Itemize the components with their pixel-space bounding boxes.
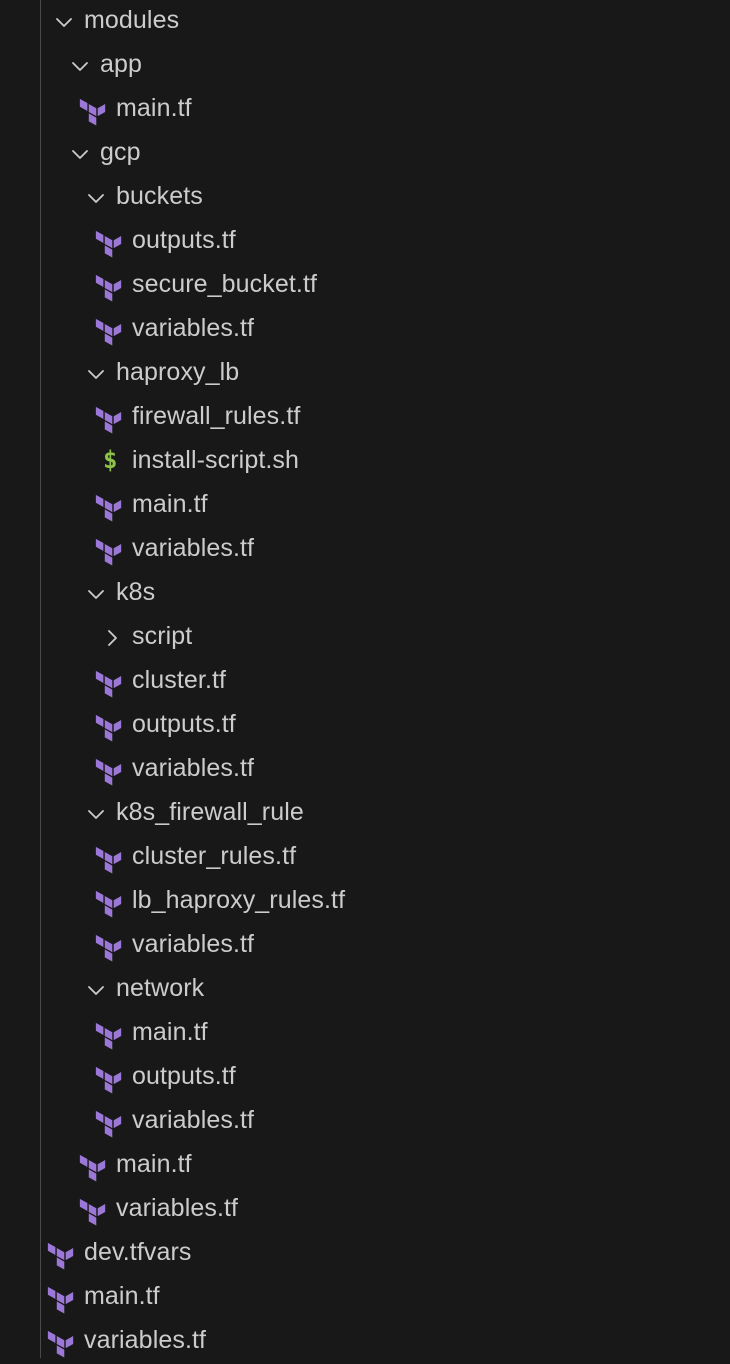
terraform-icon [95,538,122,566]
folder-label: haproxy_lb [116,358,240,386]
folder-row[interactable]: k8s [0,572,730,616]
terraform-icon [95,846,122,874]
terraform-icon [47,1286,74,1314]
file-row[interactable]: variables.tf [0,748,730,792]
chevron-down-icon [72,62,88,71]
folder-row[interactable]: haproxy_lb [0,352,730,396]
file-label: variables.tf [132,314,255,342]
file-label: outputs.tf [132,1062,236,1090]
terraform-icon [95,890,122,918]
file-label: variables.tf [132,1106,255,1134]
terraform-icon [47,1242,74,1270]
folder-label: k8s [116,578,156,606]
folder-label: modules [84,6,180,34]
file-row[interactable]: firewall_rules.tf [0,396,730,440]
file-label: dev.tfvars [84,1238,192,1266]
file-label: outputs.tf [132,710,236,738]
file-label: cluster_rules.tf [132,842,297,870]
folder-row[interactable]: modules [0,0,730,44]
file-label: install-script.sh [132,446,300,474]
indent-guide [40,0,41,1358]
folder-row[interactable]: app [0,44,730,88]
file-row[interactable]: outputs.tf [0,1056,730,1100]
file-row[interactable]: variables.tf [0,1320,730,1364]
terraform-icon [95,670,122,698]
folder-label: k8s_firewall_rule [116,798,304,826]
terraform-icon [95,758,122,786]
folder-label: buckets [116,182,203,210]
file-label: firewall_rules.tf [132,402,301,430]
terraform-icon [95,1022,122,1050]
terraform-icon [95,406,122,434]
file-label: lb_haproxy_rules.tf [132,886,346,914]
terraform-icon [79,98,106,126]
file-label: main.tf [116,1150,192,1178]
folder-label: app [100,50,143,78]
folder-label: script [132,622,193,650]
file-label: main.tf [84,1282,160,1310]
file-label: variables.tf [132,534,255,562]
file-row[interactable]: variables.tf [0,924,730,968]
terraform-icon [95,318,122,346]
file-row[interactable]: variables.tf [0,1188,730,1232]
terraform-icon [79,1198,106,1226]
terraform-icon [79,1154,106,1182]
file-row[interactable]: main.tf [0,88,730,132]
file-row[interactable]: cluster.tf [0,660,730,704]
chevron-down-icon [88,590,104,599]
file-row[interactable]: main.tf [0,484,730,528]
file-label: variables.tf [132,754,255,782]
file-row[interactable]: main.tf [0,1276,730,1320]
folder-row[interactable]: network [0,968,730,1012]
chevron-right-icon [108,630,117,646]
shell-script-icon: $ [103,446,118,474]
file-row[interactable]: $ install-script.sh [0,440,730,484]
file-label: main.tf [116,94,192,122]
chevron-down-icon [88,810,104,819]
file-label: cluster.tf [132,666,227,694]
terraform-icon [95,714,122,742]
terraform-icon [95,934,122,962]
file-label: variables.tf [132,930,255,958]
file-row[interactable]: variables.tf [0,528,730,572]
folder-row[interactable]: buckets [0,176,730,220]
file-row[interactable]: main.tf [0,1144,730,1188]
terraform-icon [95,274,122,302]
file-label: outputs.tf [132,226,236,254]
chevron-down-icon [88,370,104,379]
terraform-icon [95,230,122,258]
chevron-down-icon [72,150,88,159]
file-row[interactable]: main.tf [0,1012,730,1056]
folder-row[interactable]: gcp [0,132,730,176]
chevron-down-icon [56,18,72,27]
file-label: main.tf [132,1018,208,1046]
folder-label: gcp [100,138,141,166]
file-label: secure_bucket.tf [132,270,318,298]
file-row[interactable]: lb_haproxy_rules.tf [0,880,730,924]
terraform-icon [95,1110,122,1138]
file-label: variables.tf [116,1194,239,1222]
chevron-down-icon [88,986,104,995]
file-row[interactable]: secure_bucket.tf [0,264,730,308]
terraform-icon [95,494,122,522]
file-row[interactable]: variables.tf [0,308,730,352]
terraform-icon [95,1066,122,1094]
file-label: main.tf [132,490,208,518]
folder-row[interactable]: k8s_firewall_rule [0,792,730,836]
file-row[interactable]: outputs.tf [0,704,730,748]
chevron-down-icon [88,194,104,203]
file-row[interactable]: cluster_rules.tf [0,836,730,880]
folder-row[interactable]: script [0,616,730,660]
file-label: variables.tf [84,1326,207,1354]
file-row[interactable]: variables.tf [0,1100,730,1144]
folder-label: network [116,974,205,1002]
terraform-icon [47,1330,74,1358]
file-row[interactable]: dev.tfvars [0,1232,730,1276]
file-row[interactable]: outputs.tf [0,220,730,264]
